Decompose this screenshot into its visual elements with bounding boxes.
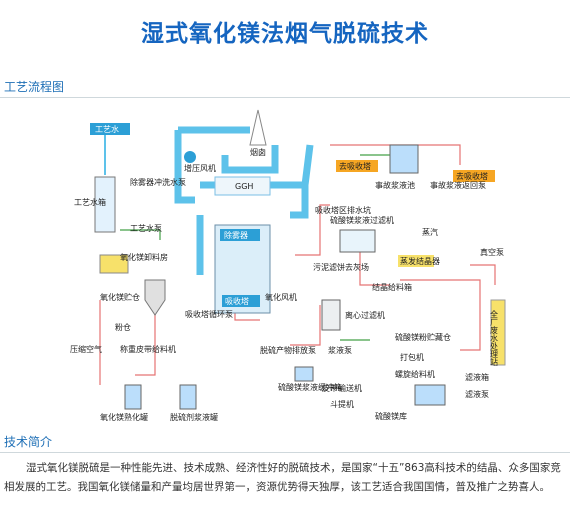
process-water-label-box <box>90 123 130 135</box>
tank-icon <box>414 384 446 406</box>
absorber-zone-drain-label: 吸收塔区排水坑 <box>315 205 371 215</box>
absorption-zone-label: 吸收塔 <box>225 296 249 306</box>
evaporative-crystallizer-label: 蒸发结晶器 <box>400 256 440 266</box>
mgo-slaking-tank-label: 氧化镁熟化罐 <box>100 412 148 422</box>
compressed-air-label: 压缩空气 <box>70 344 102 354</box>
tank-icon <box>179 384 197 410</box>
process-water-tank <box>94 176 116 233</box>
mud-filter-cake-label: 污泥滤饼去灰场 <box>313 262 369 272</box>
emergency-return-pump-label: 事故浆液返回泵 <box>430 180 486 190</box>
filtrate-box-label: 滤液箱 <box>465 372 489 382</box>
powder-silo-label: 粉仓 <box>115 322 131 332</box>
hoist-label: 斗提机 <box>330 399 354 409</box>
to-absorber-b-box <box>453 170 495 182</box>
mgso4-bin-label: 硫酸镁库 <box>375 411 407 421</box>
divider <box>0 452 570 453</box>
demister-wash-pump-label: 除雾器冲洗水泵 <box>130 177 186 187</box>
page-title: 湿式氧化镁法烟气脱硫技术 <box>141 21 429 47</box>
belt-conveyor-label: 皮带输送机 <box>322 383 362 393</box>
wastewater-plant-label: 全厂废水处理站 <box>490 309 499 367</box>
centrifugal-filter-label: 离心过滤机 <box>345 310 385 320</box>
mgo-unload-room-label: 氧化镁卸料房 <box>120 252 168 262</box>
filter-icon <box>321 299 341 331</box>
absorption-zone-box <box>222 295 260 307</box>
emergency-slurry-tank-label: 事故浆液池 <box>375 180 415 190</box>
process-water-pump-label: 工艺水泵 <box>130 223 162 233</box>
flue-gas-ducts <box>174 126 314 275</box>
silo-icon <box>144 279 166 316</box>
product-discharge-pump-label: 脱硫产物排放泵 <box>260 345 316 355</box>
crystallizer-box <box>398 255 434 267</box>
tank-icon <box>389 144 419 174</box>
mgo-silo-label: 氧化镁贮仓 <box>100 292 140 302</box>
desulfurizer-slurry-tank-label: 脱硫剂浆液罐 <box>170 412 218 422</box>
intro-paragraph: 湿式氧化镁脱硫是一种性能先进、技术成熟、经济性好的脱硫技术，是国家“十五”863… <box>4 462 561 493</box>
to-absorber-a-label: 去吸收塔 <box>339 161 371 171</box>
wastewater-plant-box <box>490 299 506 366</box>
filtrate-pump-label: 滤液泵 <box>465 389 489 399</box>
absorber-circulation-pump-label: 吸收塔循环泵 <box>185 309 233 319</box>
chimney-label: 烟囱 <box>250 147 266 157</box>
slurry-conveyor-label: 浆液泵 <box>328 345 352 355</box>
screw-conveyor-label: 螺旋给料机 <box>395 369 435 379</box>
ggh-label: GGH <box>235 182 253 191</box>
weigh-feeder-label: 称重皮带给料机 <box>120 344 176 354</box>
demister-box <box>220 229 260 241</box>
tank-icon <box>124 384 142 410</box>
process-flow-diagram: 工艺水 工艺水箱 除雾器冲洗水泵 工艺水泵 氧化镁卸料房 氧化镁贮仓 粉仓 压缩… <box>70 109 506 422</box>
to-absorber-b-label: 去吸收塔 <box>456 171 488 181</box>
demister-label: 除雾器 <box>224 230 248 240</box>
oxidation-fan-label: 氧化风机 <box>265 292 297 302</box>
tank-icon <box>294 366 314 382</box>
to-absorber-a-box <box>336 160 378 172</box>
filter-icon <box>339 229 376 253</box>
steam-label: 蒸汽 <box>422 227 438 237</box>
ggh-unit <box>214 176 271 196</box>
divider <box>0 97 570 98</box>
section-process-heading: 工艺流程图 <box>4 80 65 94</box>
slurry-buffer-tank-label: 硫酸镁浆液缓冲箱 <box>278 382 342 392</box>
section-intro-heading: 技术简介 <box>4 435 53 449</box>
mgso4-powder-silo-label: 硫酸镁粉贮藏仓 <box>395 332 451 342</box>
process-water-tank-label: 工艺水箱 <box>74 197 106 207</box>
mgso4-filter-label: 硫酸镁浆液过滤机 <box>330 215 394 225</box>
truck-icon <box>99 254 129 274</box>
chimney-icon <box>249 109 267 146</box>
fan-icon <box>184 151 196 163</box>
process-water-label: 工艺水 <box>95 124 119 134</box>
booster-fan-label: 增压风机 <box>184 163 216 173</box>
packing-machine-label: 打包机 <box>400 352 424 362</box>
vacuum-pump-label: 真空泵 <box>480 247 504 257</box>
crystal-feeder-box-label: 结晶给料箱 <box>372 282 412 292</box>
